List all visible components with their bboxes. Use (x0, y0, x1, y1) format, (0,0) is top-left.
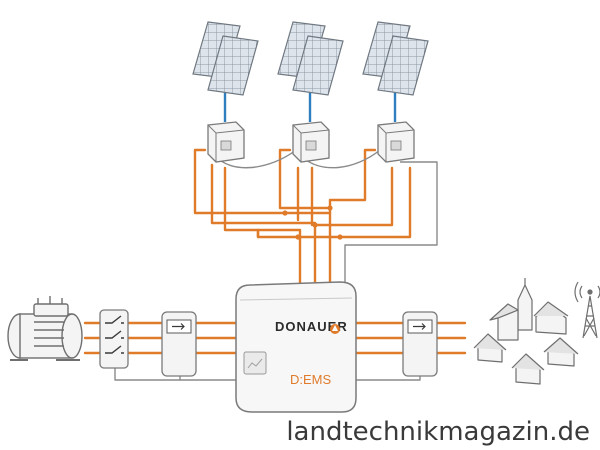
donauer-logo-icon (330, 324, 340, 334)
village (473, 278, 600, 385)
inverter-3 (377, 121, 415, 163)
switch-box (99, 309, 129, 369)
dems-controller: DONAUER D:EMS (235, 281, 357, 413)
energy-meter-right (402, 311, 438, 377)
generator-icon (7, 296, 83, 361)
inverter-2 (292, 121, 330, 163)
solar-panel-icon (192, 21, 259, 96)
generator (7, 296, 83, 361)
dc-cables (223, 88, 397, 122)
solar-array-3 (362, 21, 429, 96)
display-panel (243, 351, 267, 375)
solar-panel-icon (277, 21, 344, 96)
village-icon (473, 278, 579, 385)
radio-tower-icon (574, 281, 600, 339)
energy-meter-icon (402, 311, 438, 377)
watermark-text: landtechnikmagazin.de (286, 417, 590, 447)
watermark-text-fill: landtechnikmagazin.de (286, 417, 590, 447)
solar-panel-icon (362, 21, 429, 96)
solar-array-2 (277, 21, 344, 96)
inverter-icon (377, 121, 415, 163)
energy-meter-left (161, 311, 197, 377)
energy-meter-icon (161, 311, 197, 377)
inverter-1 (207, 121, 245, 163)
inverter-icon (207, 121, 245, 163)
dems-model-label: D:EMS (290, 372, 332, 387)
solar-array-1 (192, 21, 259, 96)
inverter-icon (292, 121, 330, 163)
dems-brand-label: DONAUER (275, 319, 348, 334)
switch-icon (99, 309, 129, 369)
power-wiring (83, 148, 467, 355)
bus-junctions (282, 205, 343, 240)
